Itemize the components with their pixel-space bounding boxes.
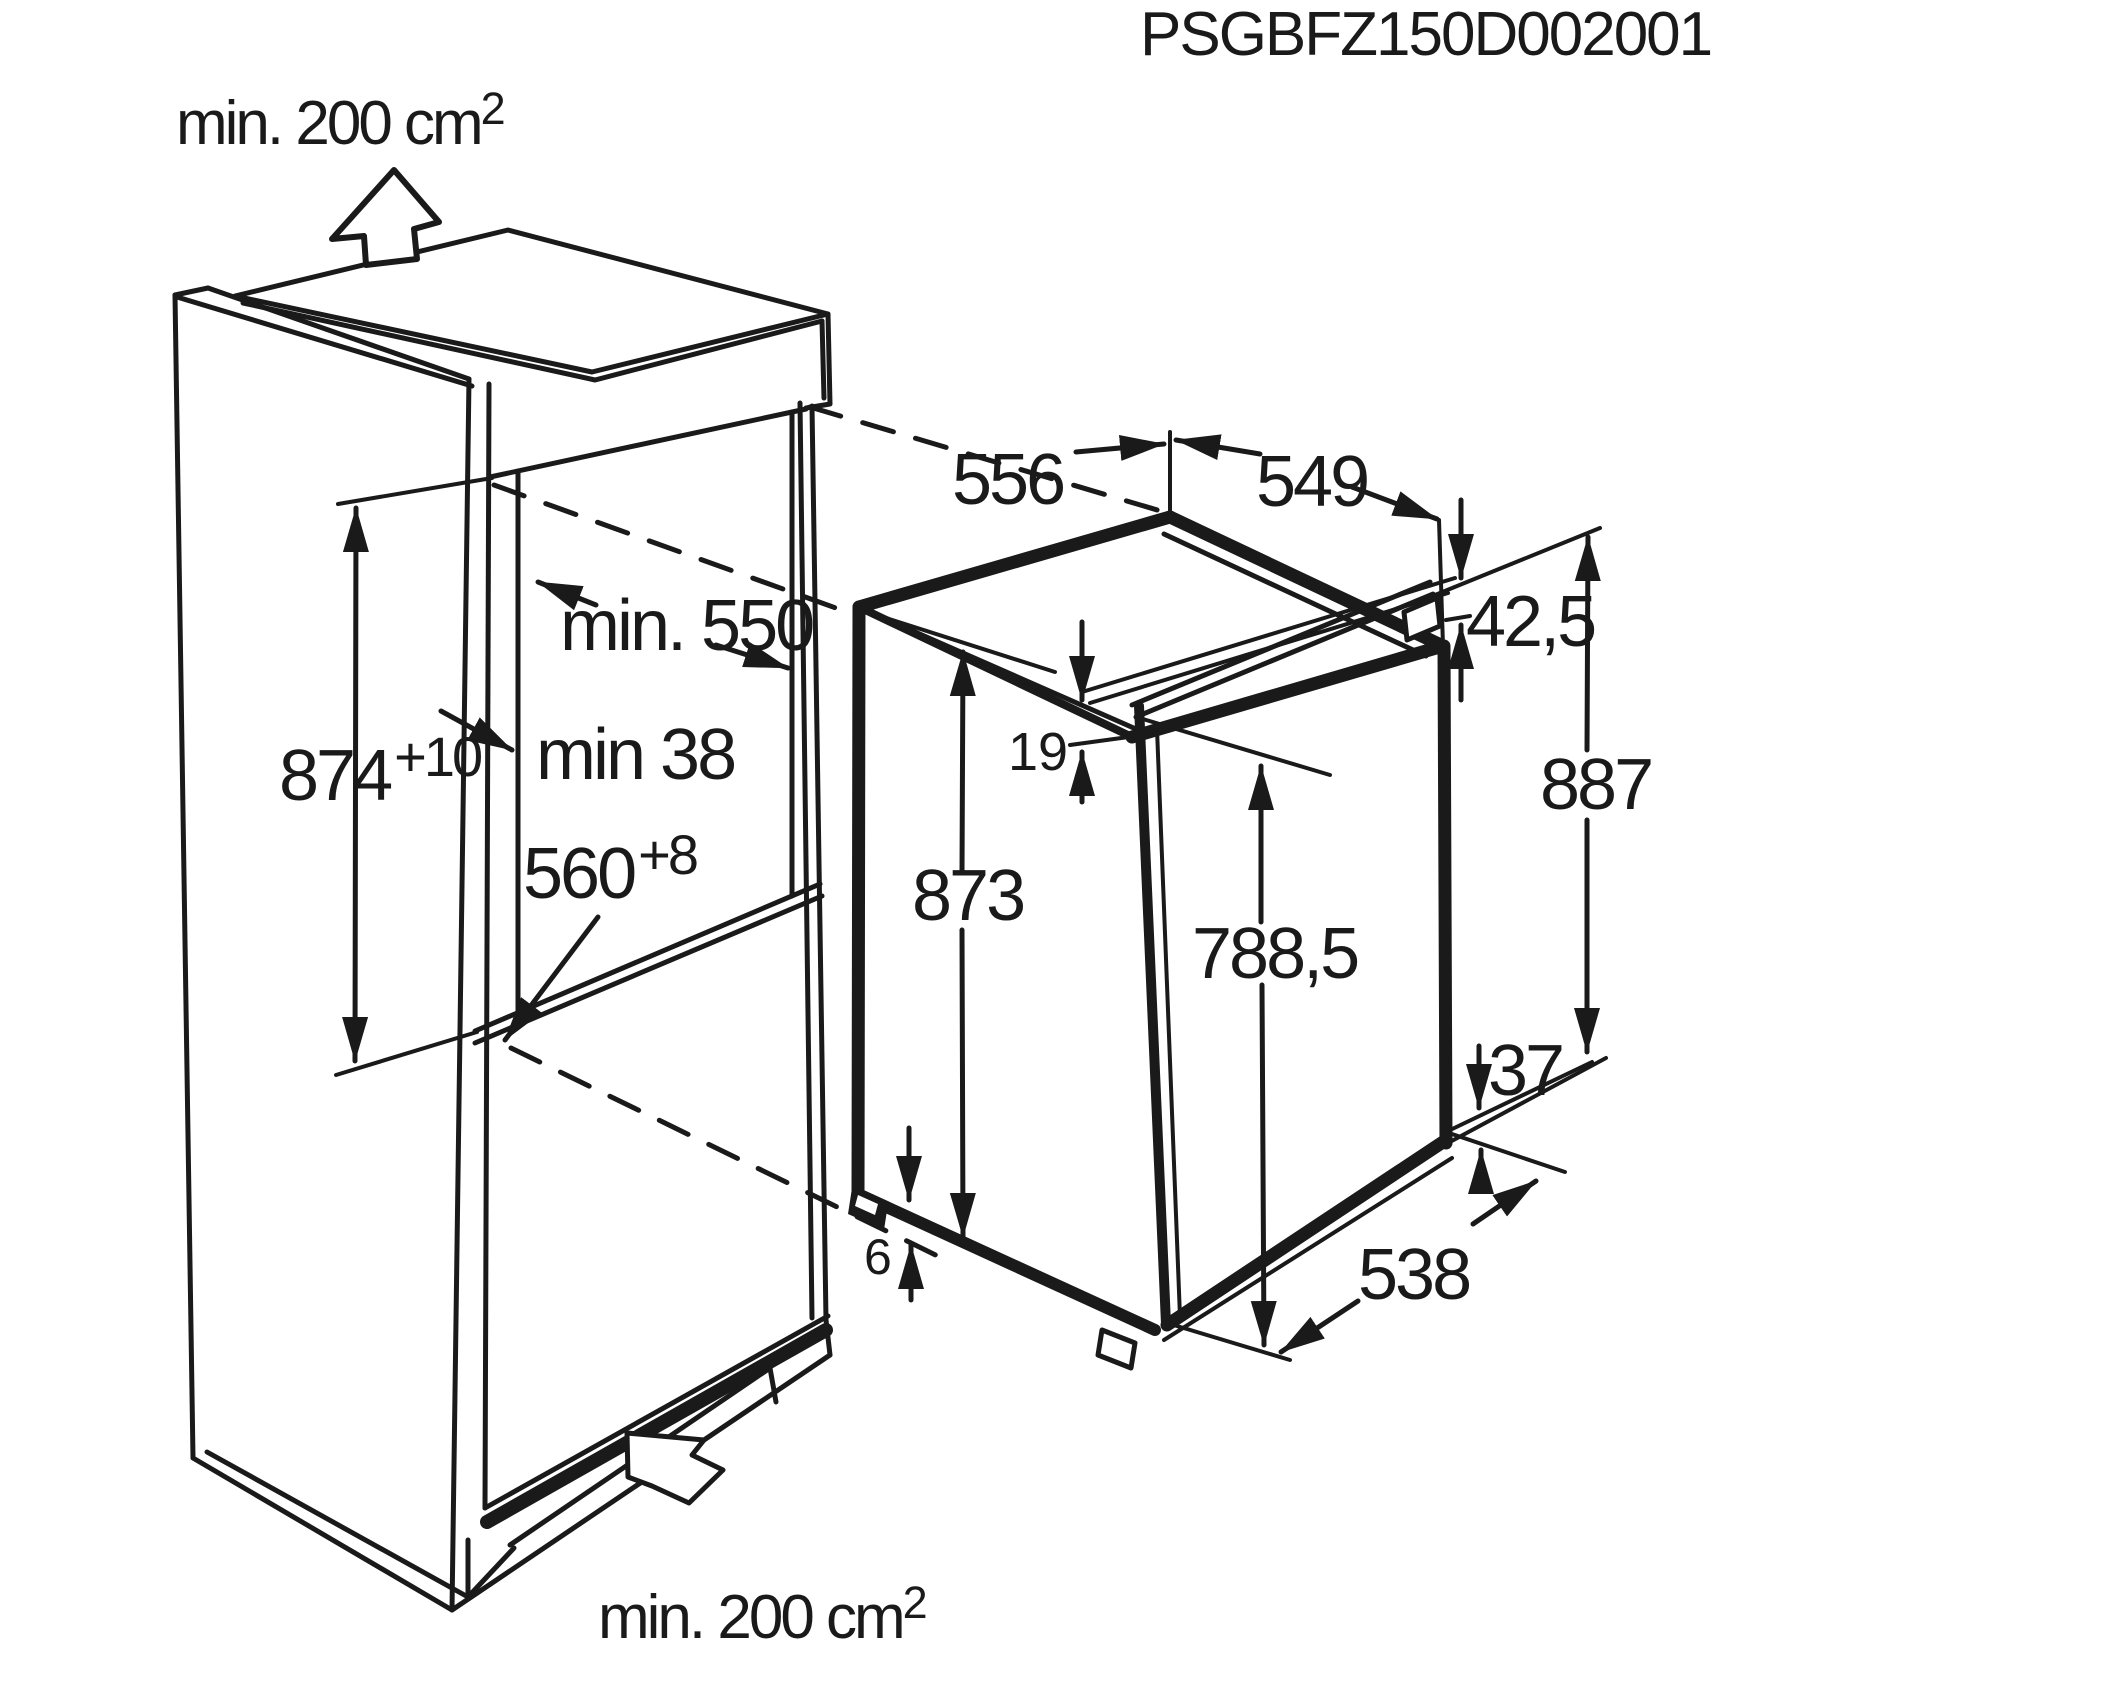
svg-text:556: 556 [952, 440, 1063, 520]
svg-text:42,5: 42,5 [1466, 582, 1595, 662]
svg-text:37: 37 [1488, 1031, 1562, 1111]
svg-text:min. 200 cm2: min. 200 cm2 [598, 1577, 926, 1652]
svg-text:19: 19 [1008, 722, 1068, 782]
svg-text:874+10: 874+10 [279, 725, 481, 816]
svg-text:788,5: 788,5 [1192, 914, 1358, 994]
svg-text:min 38: min 38 [536, 715, 734, 795]
svg-text:PSGBFZ150D002001: PSGBFZ150D002001 [1140, 0, 1711, 69]
svg-text:538: 538 [1358, 1235, 1469, 1315]
svg-text:873: 873 [912, 856, 1023, 936]
svg-text:560+8: 560+8 [523, 823, 697, 914]
svg-text:887: 887 [1540, 745, 1651, 825]
svg-text:549: 549 [1256, 442, 1367, 522]
svg-text:6: 6 [864, 1229, 892, 1285]
svg-text:min. 550: min. 550 [560, 586, 813, 666]
svg-text:min. 200 cm2: min. 200 cm2 [176, 83, 504, 158]
